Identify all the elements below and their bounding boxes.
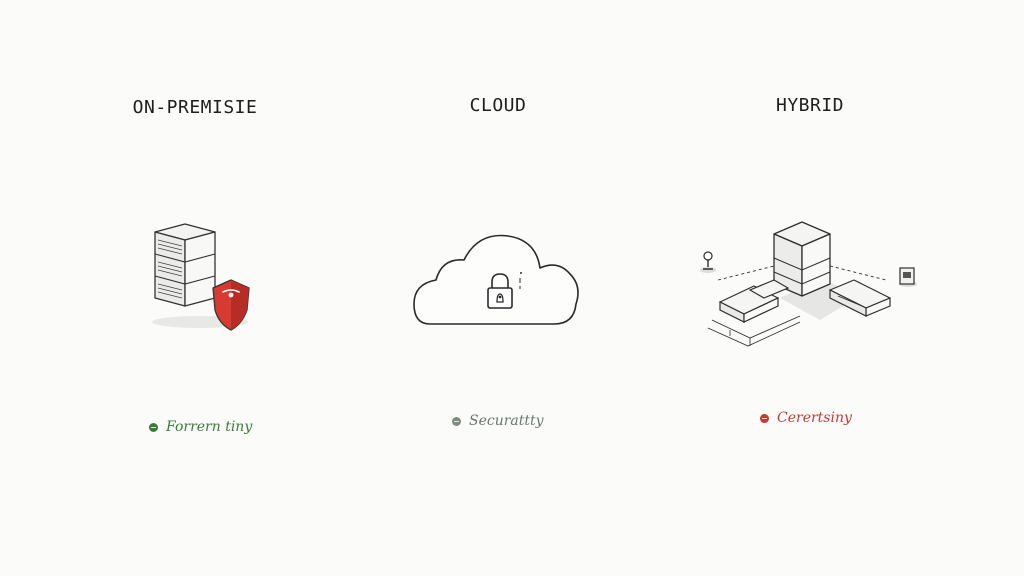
- on-premise-column: ON-PREMISIE: [75, 0, 315, 576]
- cloud-with-padlock-icon: [408, 220, 588, 340]
- status-dot-icon: [149, 422, 158, 432]
- status-label: Cerertsiny: [777, 410, 852, 426]
- hybrid-server-network-icon: [690, 210, 930, 360]
- status-label: Forrern tiny: [166, 419, 253, 435]
- status-indicator: Cerertsiny: [760, 410, 852, 426]
- status-dot-icon: [452, 416, 461, 426]
- status-indicator: Securattty: [452, 413, 544, 429]
- column-title: CLOUD: [469, 95, 527, 116]
- server-rack-with-shield-icon: [135, 210, 265, 340]
- column-title: ON-PREMISIE: [132, 97, 258, 118]
- hybrid-column: HYBRID: [690, 0, 930, 576]
- column-title: HYBRID: [775, 95, 845, 116]
- status-label: Securattty: [469, 413, 544, 429]
- status-indicator: Forrern tiny: [149, 419, 252, 435]
- cloud-column: CLOUD Securattty: [378, 0, 618, 576]
- status-dot-icon: [760, 413, 769, 423]
